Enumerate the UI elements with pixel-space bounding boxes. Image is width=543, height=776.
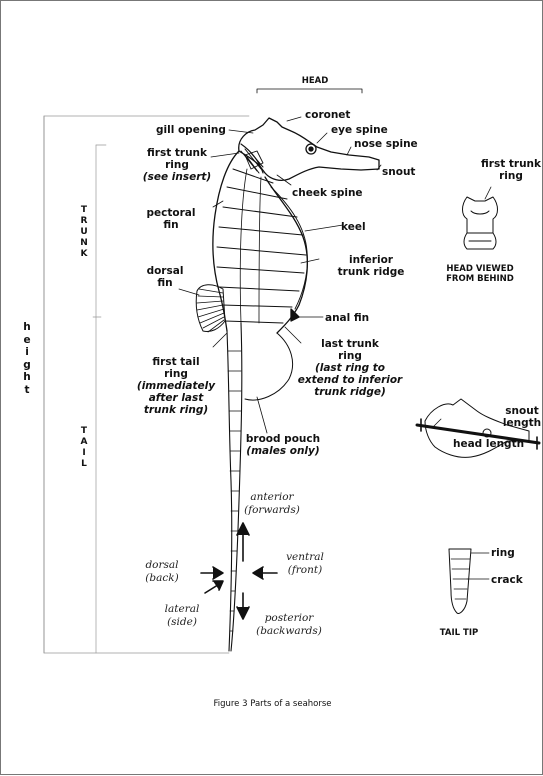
trunk-back-outline <box>213 151 239 331</box>
brood-pouch <box>245 333 293 400</box>
label-anterior: anterior (forwards) <box>237 491 307 517</box>
direction-arrows <box>201 523 277 619</box>
inset-head-length-label: head length <box>453 438 524 450</box>
label-cheek-spine: cheek spine <box>292 187 363 199</box>
label-keel: keel <box>341 221 366 233</box>
figure-caption: Figure 3 Parts of a seahorse <box>1 699 543 709</box>
tail-outline <box>227 323 242 651</box>
inset-head-behind-title: HEAD VIEWED FROM BEHIND <box>437 264 523 284</box>
tail-vertical-label: T A I L <box>79 426 89 470</box>
inset-first-trunk-ring-label: first trunk ring <box>471 158 543 182</box>
label-dorsal-fin: dorsal fin <box>141 265 189 289</box>
head-behind-inset <box>463 187 498 249</box>
inset-crack-label: crack <box>491 574 523 586</box>
label-nose-spine: nose spine <box>354 138 418 150</box>
inset-snout-length-label: snout length <box>499 405 543 429</box>
head-bracket <box>257 89 362 93</box>
label-first-tail-ring: first tail ring (immediately after last … <box>131 356 221 416</box>
label-first-trunk-ring: first trunk ring (see insert) <box>139 147 215 183</box>
label-coronet: coronet <box>305 109 350 121</box>
label-dorsal: dorsal (back) <box>135 559 189 585</box>
label-last-trunk-ring: last trunk ring (last ring to extend to … <box>295 338 405 398</box>
label-inferior-trunk-ridge: inferior trunk ridge <box>331 254 411 278</box>
label-lateral: lateral (side) <box>155 603 209 629</box>
label-pectoral-fin: pectoral fin <box>143 207 199 231</box>
label-brood-pouch: brood pouch (males only) <box>241 433 325 457</box>
inset-ring-label: ring <box>491 547 515 559</box>
label-snout: snout <box>382 166 415 178</box>
head-bracket-label: HEAD <box>295 76 335 86</box>
trunk-vertical-label: T R U N K <box>79 205 89 260</box>
dorsal-fin <box>196 285 225 332</box>
inset-tail-tip-title: TAIL TIP <box>429 628 489 638</box>
label-anal-fin: anal fin <box>325 312 369 324</box>
label-eye-spine: eye spine <box>331 124 388 136</box>
tail-tip-inset <box>449 549 489 614</box>
label-posterior: posterior (backwards) <box>249 612 329 638</box>
height-vertical-label: h e i g h t <box>22 321 32 396</box>
label-gill-opening: gill opening <box>156 124 226 136</box>
label-ventral: ventral (front) <box>275 551 335 577</box>
